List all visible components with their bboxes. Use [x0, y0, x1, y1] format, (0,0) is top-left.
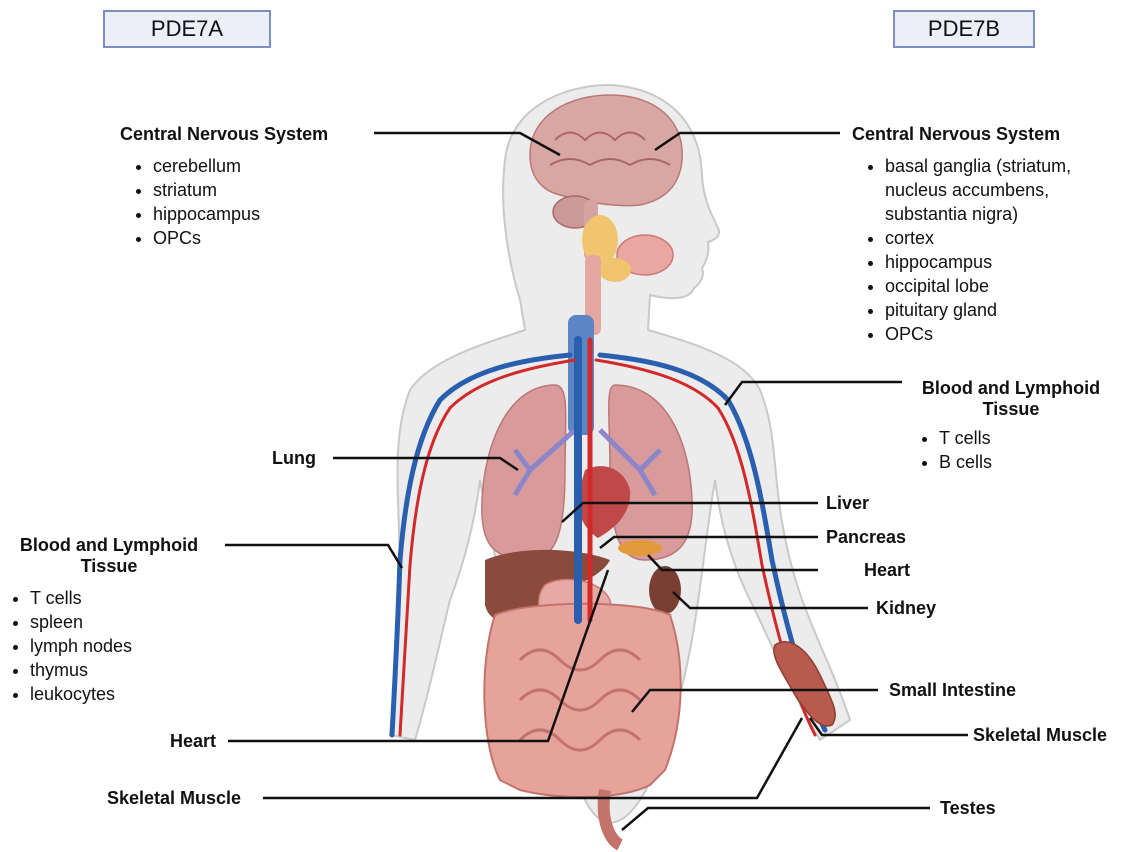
left-cns-title: Central Nervous System [120, 124, 328, 145]
list-item: nucleus accumbens, [885, 178, 1071, 202]
list-item: thymus [30, 658, 132, 682]
list-item: substantia nigra) [885, 202, 1071, 226]
list-item: lymph nodes [30, 634, 132, 658]
right-cns-title: Central Nervous System [852, 124, 1060, 145]
right-testes-label: Testes [940, 798, 996, 819]
list-item: cerebellum [153, 154, 260, 178]
kidney-organ [649, 566, 681, 614]
salivary-gland-lower [599, 258, 631, 282]
right-skeletal-muscle-label: Skeletal Muscle [973, 725, 1107, 746]
list-item: hippocampus [885, 250, 1071, 274]
left-blood-title: Blood and Lymphoid Tissue [10, 535, 208, 577]
list-item: pituitary gland [885, 298, 1071, 322]
list-item: OPCs [885, 322, 1071, 346]
list-item: hippocampus [153, 202, 260, 226]
right-pancreas-label: Pancreas [826, 527, 906, 548]
list-item: occipital lobe [885, 274, 1071, 298]
left-blood-title-line2: Tissue [10, 556, 208, 577]
right-liver-label: Liver [826, 493, 869, 514]
left-skeletal-muscle-label: Skeletal Muscle [107, 788, 241, 809]
left-lung-label: Lung [272, 448, 316, 469]
list-item: basal ganglia (striatum, [885, 154, 1071, 178]
right-cns-list: basal ganglia (striatum, nucleus accumbe… [863, 154, 1071, 346]
list-item: OPCs [153, 226, 260, 250]
right-blood-list: T cells B cells [917, 426, 992, 474]
right-kidney-label: Kidney [876, 598, 936, 619]
right-blood-title-line2: Tissue [907, 399, 1115, 420]
list-item: T cells [30, 586, 132, 610]
right-blood-title-line1: Blood and Lymphoid [907, 378, 1115, 399]
pde7b-label: PDE7B [928, 16, 1000, 42]
left-heart-label: Heart [170, 731, 216, 752]
list-item: T cells [939, 426, 992, 450]
right-heart-label: Heart [864, 560, 910, 581]
pde7b-header: PDE7B [893, 10, 1035, 48]
pde7a-header: PDE7A [103, 10, 271, 48]
list-item: B cells [939, 450, 992, 474]
right-small-intestine-label: Small Intestine [889, 680, 1016, 701]
pde7a-label: PDE7A [151, 16, 223, 42]
list-item: spleen [30, 610, 132, 634]
left-blood-list: T cells spleen lymph nodes thymus leukoc… [8, 586, 132, 706]
right-blood-title: Blood and Lymphoid Tissue [907, 378, 1115, 420]
left-cns-list: cerebellum striatum hippocampus OPCs [131, 154, 260, 250]
pancreas-organ [618, 540, 662, 556]
left-blood-title-line1: Blood and Lymphoid [10, 535, 208, 556]
list-item: cortex [885, 226, 1071, 250]
list-item: leukocytes [30, 682, 132, 706]
list-item: striatum [153, 178, 260, 202]
